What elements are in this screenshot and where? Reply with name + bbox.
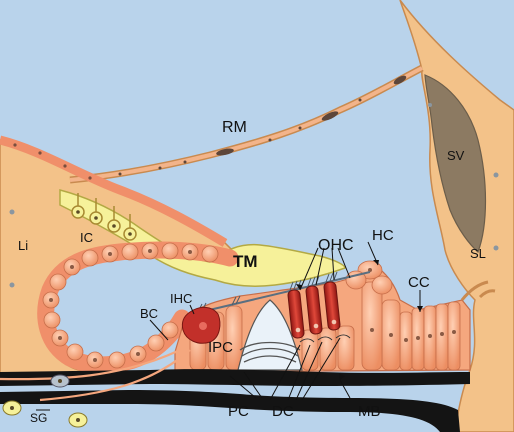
inner-hair-cell-nucleus	[199, 322, 207, 330]
label-rm: RM	[222, 119, 247, 136]
stereocilia	[197, 271, 338, 313]
spiral-prominence	[460, 280, 496, 301]
interdental-layer	[0, 135, 228, 247]
stria-vascularis	[424, 74, 487, 254]
label-sl: SL	[470, 246, 486, 261]
label-mb: MB	[358, 403, 381, 420]
nerve-fibers	[0, 349, 191, 402]
label-tm: TM	[233, 252, 258, 271]
hensen-cells	[345, 260, 393, 295]
interdental-nuclei	[13, 143, 92, 180]
label-ihc: IHC	[170, 291, 192, 306]
label-hc: HC	[372, 227, 394, 244]
reticular-lamina	[187, 271, 371, 316]
label-dc: DC	[272, 403, 294, 420]
label-li: Li	[18, 238, 28, 253]
label-ipc: IPC	[208, 339, 233, 356]
tissue-nuclei	[9, 103, 499, 288]
outer-hair-cells	[287, 281, 341, 339]
label-ohc: OHC	[318, 237, 354, 254]
reissners-membrane-nuclei	[118, 75, 407, 176]
reissners-membrane-inner	[69, 66, 423, 182]
label-leaders	[36, 241, 421, 411]
claudius-cells	[361, 281, 461, 371]
label-cc: CC	[408, 274, 430, 291]
basilar-membrane	[0, 369, 470, 386]
label-ic: IC	[80, 230, 93, 245]
deiters-cells	[301, 325, 355, 371]
label-sg: SG	[30, 411, 47, 425]
osseous-spiral-lamina	[0, 390, 460, 432]
label-sv: SV	[447, 148, 465, 163]
label-bc: BC	[140, 306, 158, 321]
label-pc: PC	[228, 403, 249, 420]
